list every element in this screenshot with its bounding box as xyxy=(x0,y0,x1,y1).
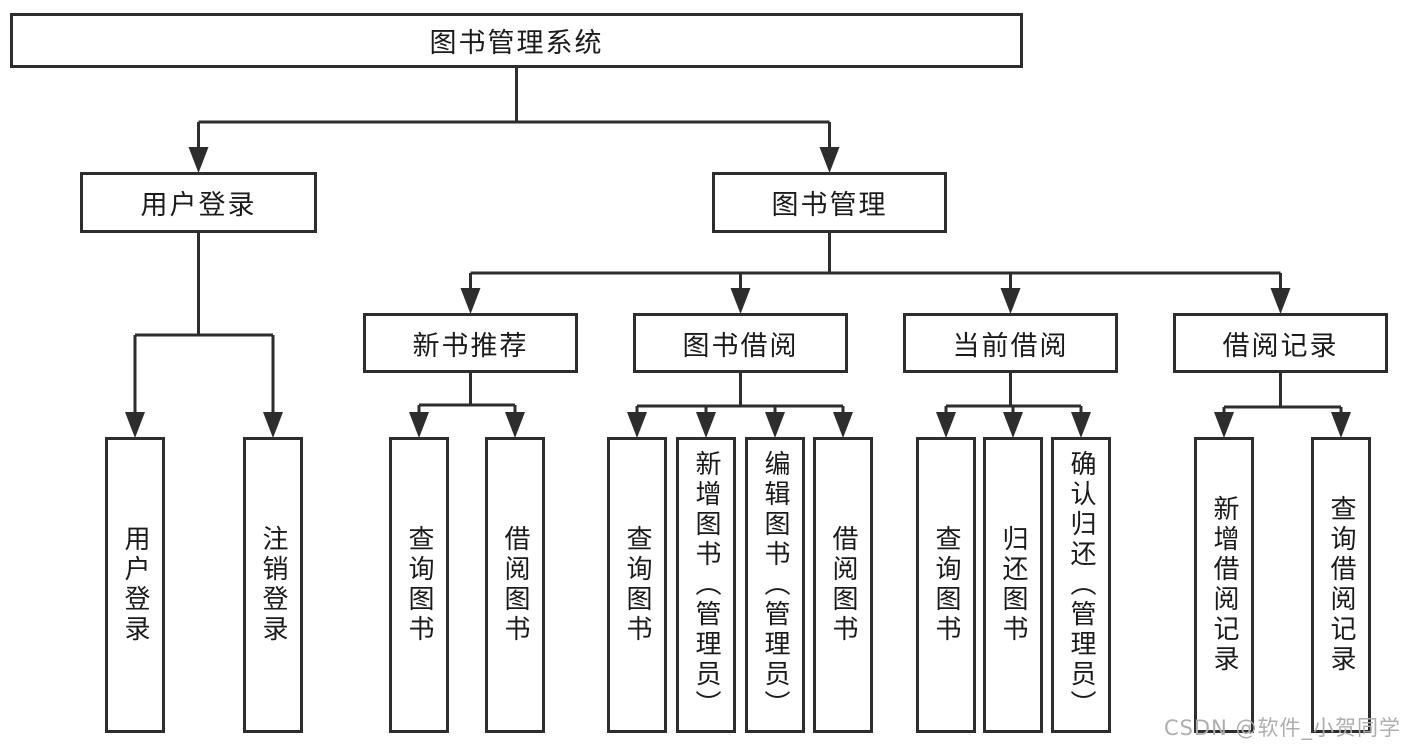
node-label: 新增图书（管理员） xyxy=(691,450,721,720)
arrowhead-icon xyxy=(765,412,785,438)
diagram-node-leaf-cur-query: 查询图书 xyxy=(916,437,976,733)
node-label: 当前借阅 xyxy=(952,330,1069,362)
node-label: 借阅记录 xyxy=(1222,330,1339,362)
node-label: 注销登录 xyxy=(258,525,288,645)
arrowhead-icon xyxy=(1331,412,1351,438)
diagram-node-book-borrow: 图书借阅 xyxy=(633,313,848,373)
diagram-node-leaf-rec-add: 新增借阅记录 xyxy=(1194,437,1254,733)
node-label: 新增借阅记录 xyxy=(1209,495,1239,675)
node-label: 用户登录 xyxy=(120,525,150,645)
diagram-node-current-borrow: 当前借阅 xyxy=(903,313,1118,373)
diagram-node-root: 图书管理系统 xyxy=(10,13,1023,68)
node-label: 新书推荐 xyxy=(412,330,529,362)
arrowhead-icon xyxy=(263,412,283,438)
node-label: 图书借阅 xyxy=(682,330,799,362)
node-label: 查询图书 xyxy=(931,525,961,645)
diagram-node-new-book: 新书推荐 xyxy=(363,313,578,373)
diagram-node-user-login: 用户登录 xyxy=(80,172,317,233)
diagram-node-leaf-bw-edit: 编辑图书（管理员） xyxy=(745,437,805,733)
node-label: 用户登录 xyxy=(140,190,257,221)
diagram-node-leaf-logout: 注销登录 xyxy=(243,437,303,733)
arrowhead-icon xyxy=(730,288,751,314)
arrowhead-icon xyxy=(936,412,956,438)
arrowhead-icon xyxy=(460,288,481,314)
node-label: 图书管理 xyxy=(771,190,888,221)
arrowhead-icon xyxy=(1000,288,1021,314)
arrowhead-icon xyxy=(409,412,429,438)
node-label: 编辑图书（管理员） xyxy=(760,450,790,720)
arrowhead-icon xyxy=(1214,412,1234,438)
node-label: 查询借阅记录 xyxy=(1326,495,1356,675)
diagram-node-leaf-nb-query: 查询图书 xyxy=(389,437,449,733)
diagram-node-book-mgmt: 图书管理 xyxy=(712,172,947,233)
diagram-node-leaf-cur-confirm: 确认归还（管理员） xyxy=(1051,437,1111,733)
node-label: 借阅图书 xyxy=(500,525,530,645)
arrowhead-icon xyxy=(1071,412,1091,438)
node-label: 借阅图书 xyxy=(828,525,858,645)
diagram-node-leaf-cur-return: 归还图书 xyxy=(983,437,1043,733)
diagram-node-leaf-login: 用户登录 xyxy=(105,437,165,733)
diagram-node-borrow-records: 借阅记录 xyxy=(1173,313,1388,373)
arrowhead-icon xyxy=(505,412,525,438)
arrowhead-icon xyxy=(125,412,145,438)
node-label: 归还图书 xyxy=(998,525,1028,645)
arrowhead-icon xyxy=(819,147,840,173)
diagram-node-leaf-bw-add: 新增图书（管理员） xyxy=(676,437,736,733)
arrowhead-icon xyxy=(696,412,716,438)
node-label: 图书管理系统 xyxy=(429,28,604,59)
arrowhead-icon xyxy=(833,412,853,438)
diagram-node-leaf-rec-query: 查询借阅记录 xyxy=(1311,437,1371,733)
watermark-text: CSDN @软件_小贺同学 xyxy=(1163,716,1401,740)
arrowhead-icon xyxy=(188,147,209,173)
diagram-node-leaf-bw-borrow: 借阅图书 xyxy=(813,437,873,733)
node-label: 查询图书 xyxy=(404,525,434,645)
arrowhead-icon xyxy=(627,412,647,438)
arrowhead-icon xyxy=(1003,412,1023,438)
diagram-node-leaf-nb-borrow: 借阅图书 xyxy=(485,437,545,733)
arrowhead-icon xyxy=(1270,288,1291,314)
node-label: 查询图书 xyxy=(622,525,652,645)
node-label: 确认归还（管理员） xyxy=(1066,450,1096,720)
diagram-node-leaf-bw-query: 查询图书 xyxy=(607,437,667,733)
